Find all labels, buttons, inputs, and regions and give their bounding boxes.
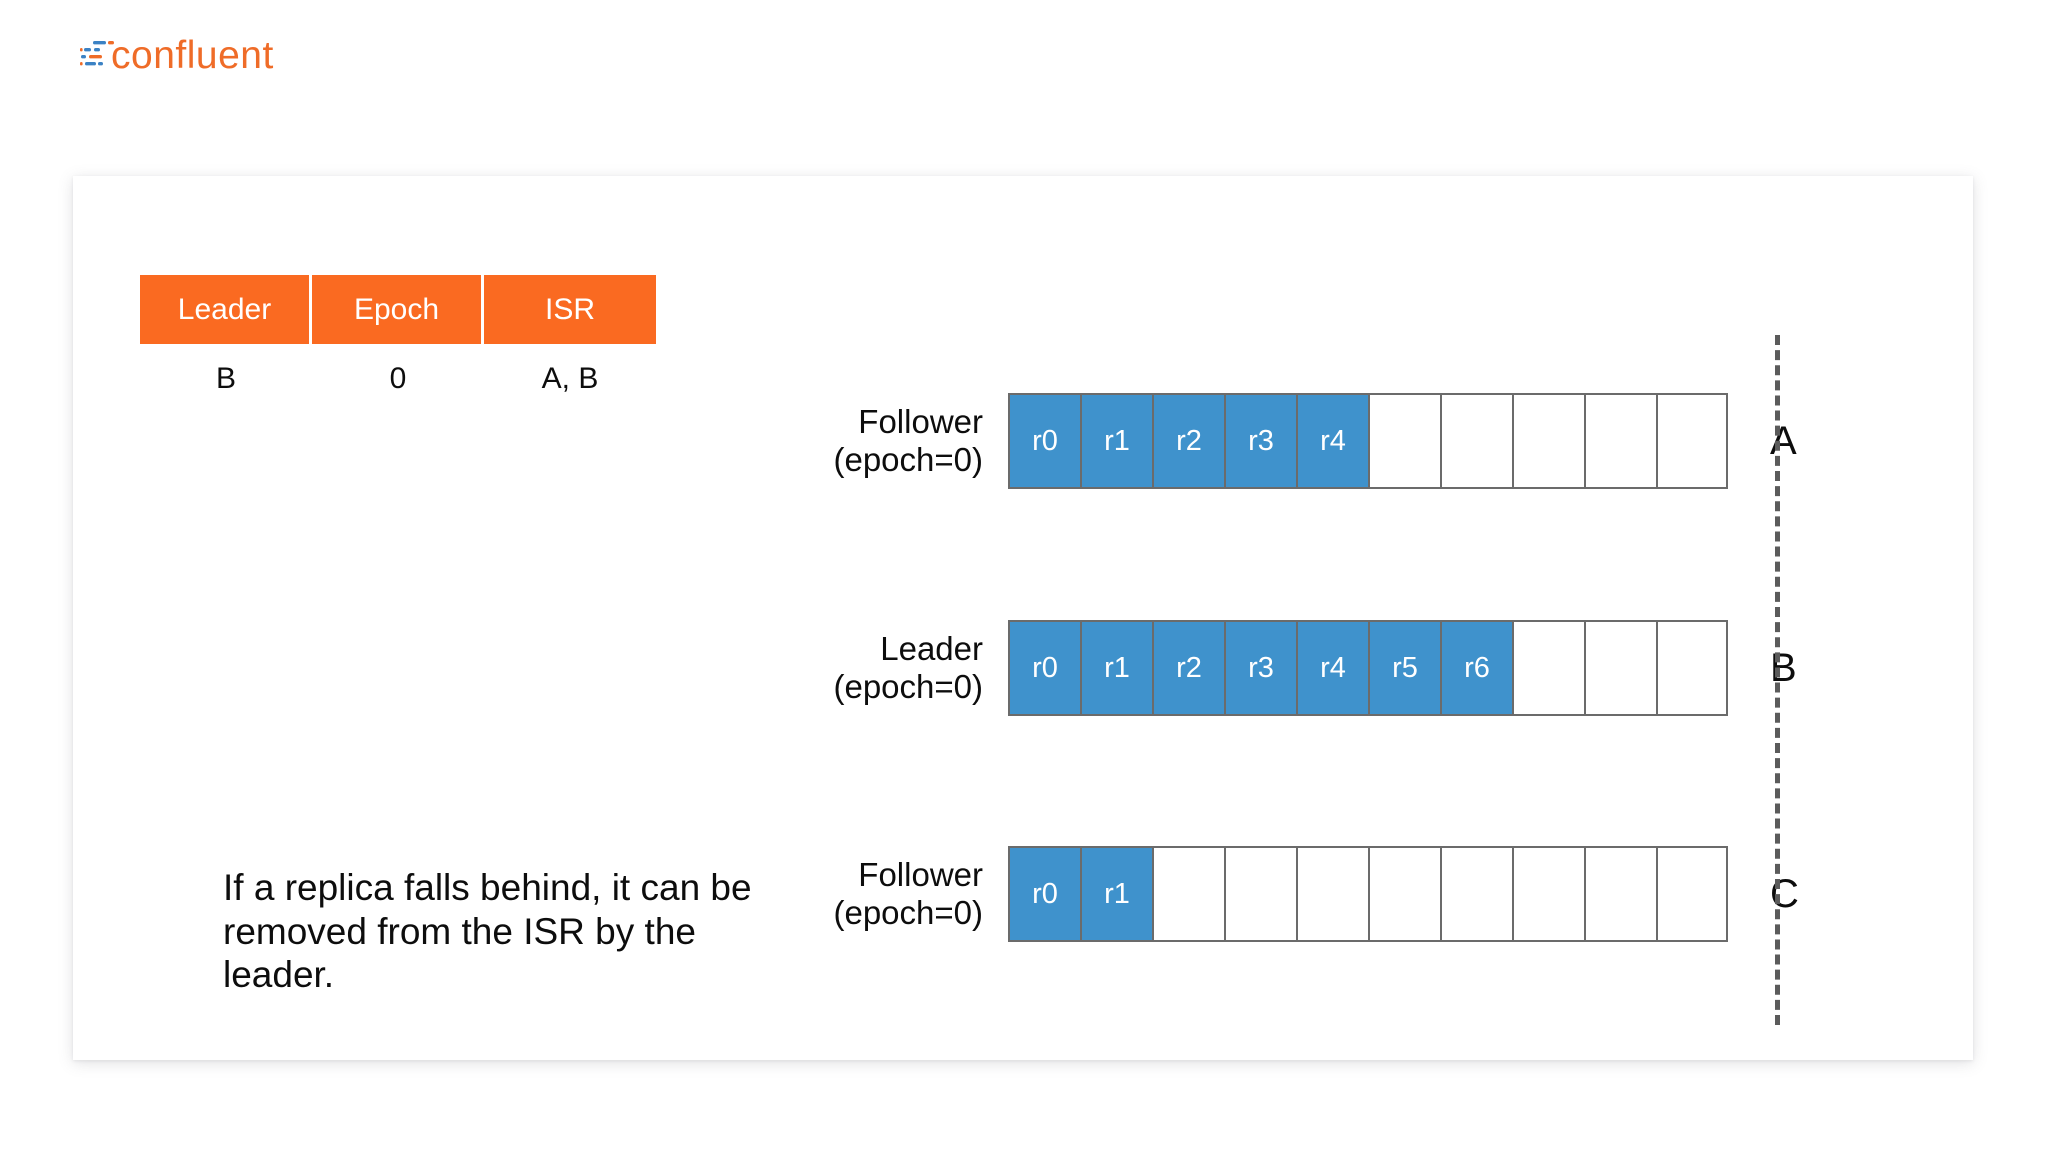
replica-row-a: Follower (epoch=0) r0 r1 r2 r3 r4 A: [763, 393, 1797, 489]
replica-epoch-a: (epoch=0): [833, 441, 983, 478]
replica-log-diagram: Follower (epoch=0) r0 r1 r2 r3 r4 A Lead…: [763, 176, 1963, 1060]
log-slot-empty: [1584, 620, 1656, 716]
slide-caption: If a replica falls behind, it can be rem…: [223, 867, 752, 996]
replica-row-b: Leader (epoch=0) r0 r1 r2 r3 r4 r5 r6 B: [763, 620, 1797, 716]
log-slot: r0: [1008, 846, 1080, 942]
confluent-logo-icon: [75, 34, 115, 74]
log-slot-empty: [1584, 846, 1656, 942]
log-slot: r5: [1368, 620, 1440, 716]
log-slot-empty: [1224, 846, 1296, 942]
replica-epoch-b: (epoch=0): [833, 668, 983, 705]
log-slot-empty: [1440, 393, 1512, 489]
log-slot: r3: [1224, 620, 1296, 716]
partition-state-table: Leader Epoch ISR B 0 A, B: [140, 275, 656, 404]
log-slot-empty: [1584, 393, 1656, 489]
log-slot: r2: [1152, 393, 1224, 489]
log-slot-empty: [1512, 620, 1584, 716]
value-epoch: 0: [389, 362, 407, 395]
replica-role-label-c: Follower (epoch=0): [763, 856, 1008, 932]
log-segments-b: r0 r1 r2 r3 r4 r5 r6: [1008, 620, 1728, 716]
log-segments-c: r0 r1: [1008, 846, 1728, 942]
log-slot: r1: [1080, 393, 1152, 489]
replica-epoch-c: (epoch=0): [833, 894, 983, 931]
log-slot: r1: [1080, 620, 1152, 716]
log-slot-empty: [1656, 393, 1728, 489]
log-slot-empty: [1656, 846, 1728, 942]
replica-id-b: B: [1770, 646, 1797, 690]
replica-id-a: A: [1770, 419, 1797, 463]
table-row: B 0 A, B: [140, 354, 656, 404]
log-slot-empty: [1368, 393, 1440, 489]
column-header-leader: Leader: [140, 275, 312, 344]
log-slot-empty: [1368, 846, 1440, 942]
log-slot: r0: [1008, 393, 1080, 489]
log-slot: r4: [1296, 393, 1368, 489]
table-header-row: Leader Epoch ISR: [140, 275, 656, 344]
log-slot: r6: [1440, 620, 1512, 716]
slide-card: Leader Epoch ISR B 0 A, B If a replica f…: [73, 176, 1973, 1060]
replica-role-a: Follower: [858, 403, 983, 441]
log-slot-empty: [1656, 620, 1728, 716]
replica-role-label-b: Leader (epoch=0): [763, 630, 1008, 706]
log-slot-empty: [1440, 846, 1512, 942]
log-slot: r1: [1080, 846, 1152, 942]
replica-role-label-a: Follower (epoch=0): [763, 403, 1008, 479]
log-slot-empty: [1512, 393, 1584, 489]
brand-wordmark: confluent: [111, 33, 274, 77]
value-isr: A, B: [541, 362, 599, 395]
column-header-epoch: Epoch: [312, 275, 484, 344]
replica-id-c: C: [1770, 872, 1799, 916]
column-header-isr: ISR: [484, 275, 656, 344]
replica-role-c: Follower: [858, 856, 983, 894]
log-slot: r2: [1152, 620, 1224, 716]
value-leader: B: [215, 362, 236, 395]
replica-row-c: Follower (epoch=0) r0 r1 C: [763, 846, 1799, 942]
confluent-logo: confluent: [75, 30, 274, 78]
replica-role-b: Leader: [880, 630, 983, 668]
log-slot-empty: [1296, 846, 1368, 942]
log-segments-a: r0 r1 r2 r3 r4: [1008, 393, 1728, 489]
log-slot: r0: [1008, 620, 1080, 716]
log-slot-empty: [1152, 846, 1224, 942]
high-watermark-dashed-line: [1775, 335, 1780, 1025]
log-slot: r3: [1224, 393, 1296, 489]
log-slot-empty: [1512, 846, 1584, 942]
log-slot: r4: [1296, 620, 1368, 716]
